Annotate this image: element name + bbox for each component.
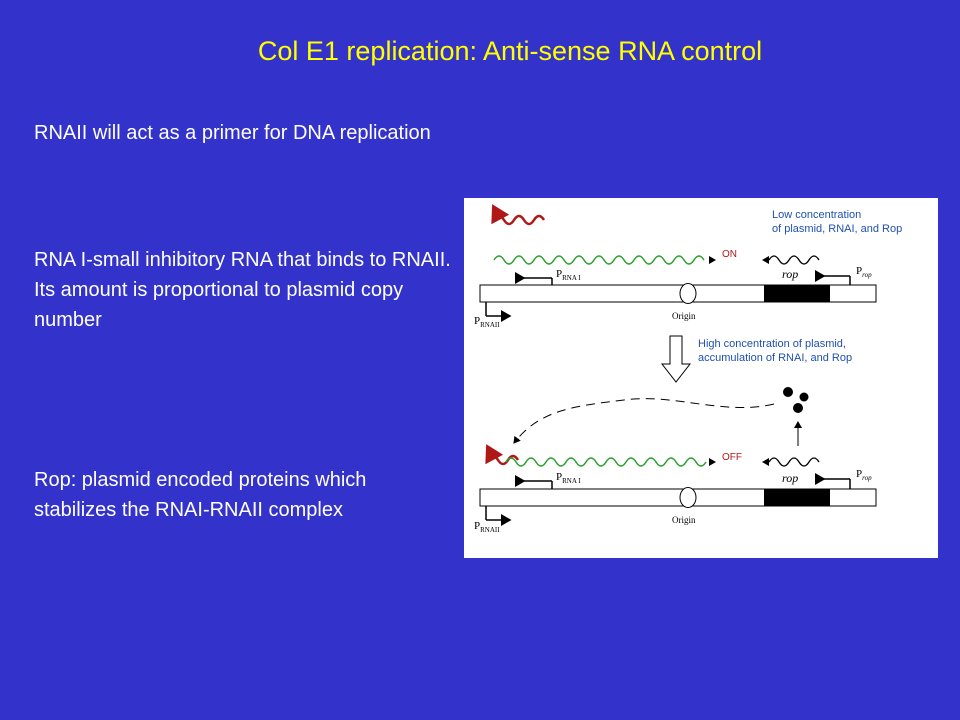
- slide-title: Col E1 replication: Anti-sense RNA contr…: [257, 36, 763, 66]
- rnaii-transcript-on: [493, 255, 705, 265]
- low-concentration-note-1: Low concentration: [772, 209, 861, 221]
- cole1-replication-diagram: Low concentration of plasmid, RNAI, and …: [464, 198, 938, 558]
- rop-gene-box-bottom: [764, 489, 830, 506]
- origin-label-top: Origin: [672, 311, 696, 321]
- bullet-rnaii-primer: RNAII will act as a primer for DNA repli…: [34, 122, 431, 144]
- rnaii-transcript-off: [505, 457, 707, 467]
- rop-gene-label-top: rop: [782, 267, 798, 281]
- bullet-rop-protein: Rop: plasmid encoded proteins which stab…: [34, 469, 367, 521]
- p-rnaii-label-bottom: PRNAII: [474, 520, 500, 534]
- rop-transcript-bottom: [768, 457, 820, 467]
- rop-protein-dot: [799, 392, 809, 402]
- rop-transcript-top: [768, 255, 820, 265]
- high-concentration-note-1: High concentration of plasmid,: [698, 338, 846, 350]
- rop-protein-dot: [783, 387, 793, 397]
- low-concentration-note-2: of plasmid, RNAI, and Rop: [772, 223, 902, 235]
- rop-gene-label-bottom: rop: [782, 471, 798, 485]
- rop-protein-dot: [793, 403, 803, 413]
- p-rop-label-top: Prop: [856, 265, 872, 279]
- origin-label-bottom: Origin: [672, 515, 696, 525]
- p-rnaii-label-top: PRNAII: [474, 315, 500, 329]
- on-status: ON: [722, 249, 737, 260]
- high-concentration-note-2: accumulation of RNAI, and Rop: [698, 352, 852, 364]
- origin-marker-top: [679, 283, 697, 304]
- p-rnai-label-bottom: PRNA I: [556, 471, 581, 485]
- rop-gene-box-top: [764, 285, 830, 302]
- off-status: OFF: [722, 452, 742, 463]
- rnai-binding-path: [513, 398, 775, 444]
- p-rnai-label-top: PRNA I: [556, 268, 581, 282]
- rnai-transcript-free: [491, 204, 546, 226]
- origin-marker-bottom: [679, 487, 697, 508]
- bullet-rnai-inhibitor: RNA I-small inhibitory RNA that binds to…: [34, 249, 451, 331]
- p-rop-label-bottom: Prop: [856, 468, 872, 482]
- rnai-transcript-bound: [485, 444, 520, 466]
- transition-arrow: [660, 335, 692, 383]
